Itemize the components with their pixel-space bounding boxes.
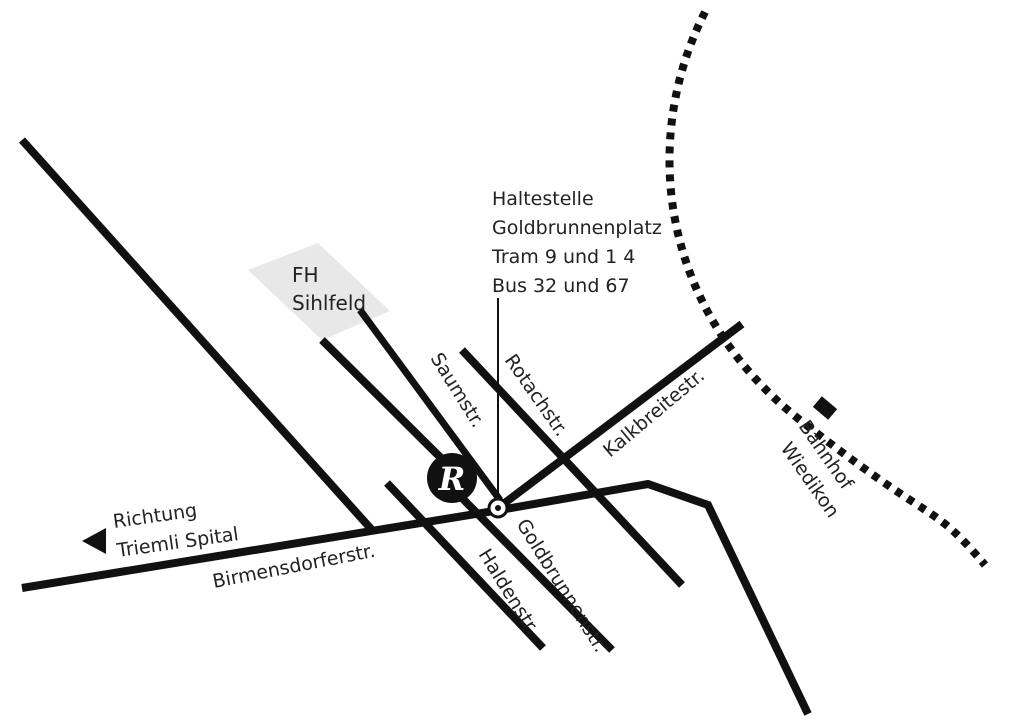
street-kalkbreite: [499, 320, 745, 509]
railway-line: [665, 10, 989, 568]
hotel-logo-marker: R: [427, 453, 477, 503]
stop-label-line-4: Bus 32 und 67: [492, 275, 630, 297]
street-diagonal-west: [19, 137, 375, 533]
station-marker: [812, 396, 838, 420]
street-goldbrunnen: [459, 495, 615, 653]
building-label-line-2: Sihlfeld: [292, 291, 366, 315]
street-birmensdorfer-east: [499, 479, 812, 716]
direction-label-line-1: Richtung: [112, 499, 199, 533]
street-sihlfeld-access: [357, 307, 503, 503]
street-label-birmensdorfer: Birmensdorferstr.: [211, 540, 377, 593]
street-halden: [384, 480, 546, 651]
street-saum: [319, 337, 451, 468]
street-label-kalkbreite: Kalkbreitestr.: [599, 365, 709, 462]
street-label-saum: Saumstr.: [426, 349, 489, 432]
stop-marker: [487, 497, 509, 519]
logo-letter: R: [438, 460, 466, 498]
stop-label-line-1: Haltestelle: [492, 188, 594, 210]
direction-arrow-icon: [82, 528, 106, 554]
stop-label-line-3: Tram 9 und 1 4: [491, 246, 635, 268]
fh-sihlfeld-building: [248, 243, 390, 340]
stop-label-line-2: Goldbrunnenplatz: [492, 217, 662, 239]
building-label-line-1: FH: [292, 263, 319, 287]
